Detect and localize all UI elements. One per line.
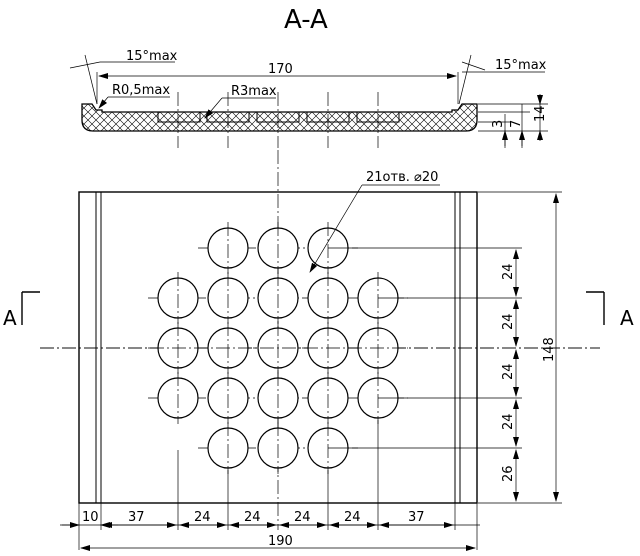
radius-big-label: R3max [231, 84, 277, 99]
bottom-dim-1: 10 [82, 510, 99, 525]
bottom-dimension-chain: 10 37 24 24 24 24 37 [60, 510, 480, 528]
angle-right-label: 15°max [495, 58, 547, 73]
radius-small-label: R0,5max [112, 83, 170, 98]
overall-height-dimension: 148 [542, 193, 559, 502]
section-width-label: 170 [268, 62, 293, 77]
plate-outline [78, 191, 478, 504]
bottom-dim-5: 24 [294, 510, 311, 525]
section-profile [81, 103, 478, 132]
bottom-dim-7: 37 [408, 510, 425, 525]
bottom-extension-lines [78, 420, 478, 550]
section-mark-left: A [3, 291, 40, 330]
row-extension-lines [328, 191, 562, 504]
right-dim-5: 26 [501, 465, 516, 482]
section-mark-left-label: A [3, 306, 17, 330]
right-dim-4: 24 [501, 413, 516, 430]
holes-note: 21отв. ⌀20 [366, 170, 438, 185]
bottom-dim-3: 24 [194, 510, 211, 525]
section-title: A-A [284, 5, 328, 35]
bottom-dim-2: 37 [128, 510, 145, 525]
right-dim-3: 24 [501, 363, 516, 380]
right-dimension-chain: 24 24 24 24 26 [501, 249, 519, 502]
height-total-label: 14 [533, 105, 548, 122]
height-148-label: 148 [542, 337, 557, 362]
right-dim-1: 24 [501, 263, 516, 280]
width-190-label: 190 [268, 534, 293, 549]
bottom-dim-6: 24 [344, 510, 361, 525]
overall-width-dimension: 190 [80, 534, 476, 551]
height-low-label: 3 [491, 120, 506, 128]
height-mid-label: 7 [509, 120, 524, 128]
right-dim-2: 24 [501, 313, 516, 330]
angle-left-label: 15°max [126, 49, 178, 64]
section-mark-right: A [586, 291, 634, 330]
bottom-dim-4: 24 [244, 510, 261, 525]
section-center-lines [177, 92, 379, 148]
section-mark-right-label: A [620, 306, 634, 330]
holes-note-leader: 21отв. ⌀20 [309, 170, 440, 273]
